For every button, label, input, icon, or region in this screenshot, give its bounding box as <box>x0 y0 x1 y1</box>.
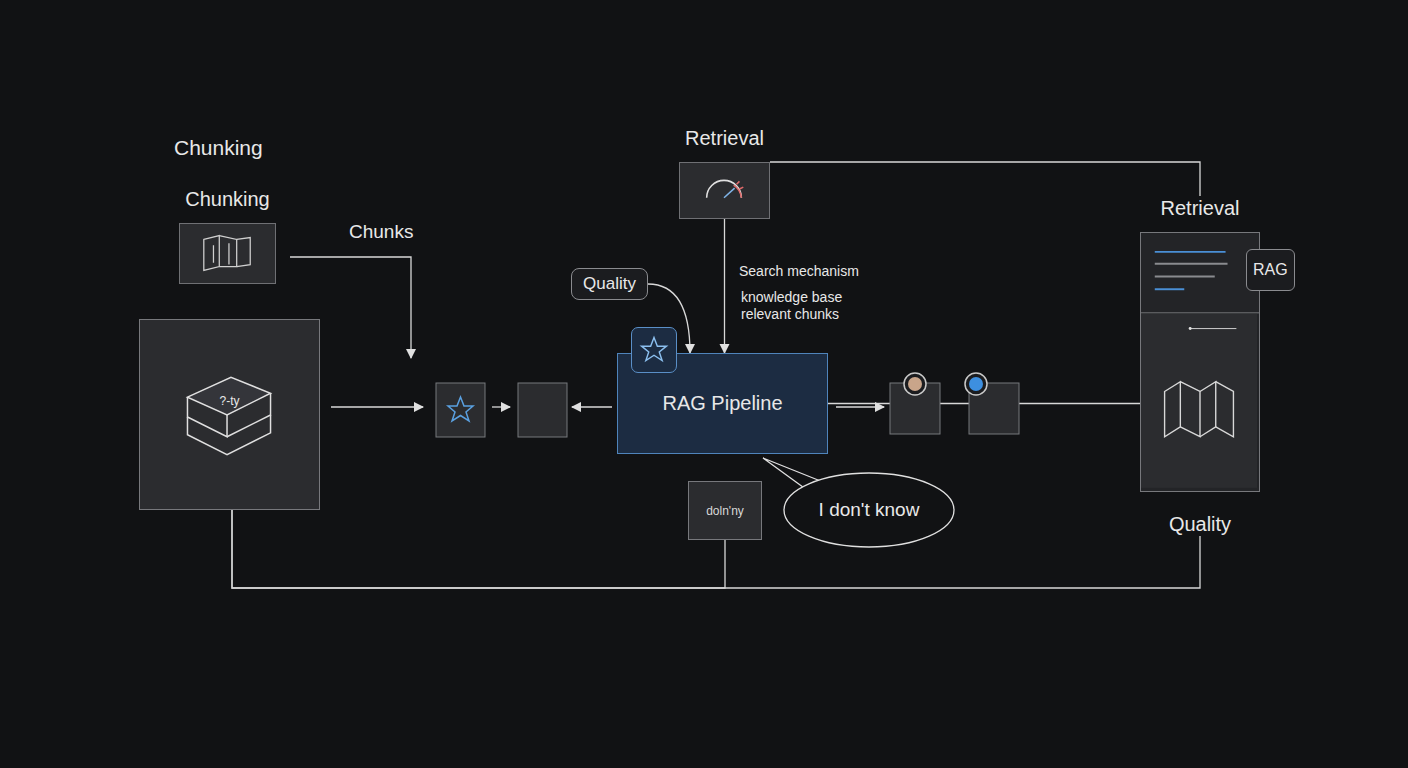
panel-box: RAG <box>1140 232 1260 492</box>
diagram-label: Search mechanism <box>739 263 859 279</box>
diagram-label: Chunking <box>174 136 263 160</box>
node-text: ?-ty <box>219 394 239 408</box>
flow-arrow <box>572 406 612 407</box>
tag-box: RAG <box>1246 249 1295 291</box>
flow-arrow <box>492 406 510 407</box>
box-heading: Retrieval <box>685 126 764 150</box>
diagram-label: relevant chunks <box>741 306 839 322</box>
node-text: RAG <box>1253 261 1288 279</box>
flow-arrow <box>836 406 884 407</box>
cube-box: ?-ty <box>139 319 320 510</box>
plain-box <box>518 383 567 437</box>
headed-icon-box: Retrieval <box>679 126 770 219</box>
star-box <box>436 383 485 437</box>
connector <box>724 219 725 353</box>
quality-pill: Quality <box>571 268 648 300</box>
connector <box>770 162 1200 196</box>
node-text: doln'ny <box>706 504 744 518</box>
panel-caption: Quality <box>1169 512 1231 536</box>
speech-bubble: I don't know <box>783 472 955 548</box>
diagram-label: Chunks <box>349 221 413 243</box>
pipeline-box: RAG Pipeline <box>617 353 828 454</box>
cube-illustration <box>140 320 319 509</box>
panel-heading: Retrieval <box>1161 196 1240 220</box>
icon <box>180 224 275 283</box>
connector <box>232 510 725 588</box>
output-box <box>965 373 1019 434</box>
star-badge <box>631 327 677 373</box>
node-text: Quality <box>583 274 636 293</box>
node-text: I don't know <box>819 499 920 521</box>
panel-illustration <box>1141 233 1259 491</box>
headed-icon-box: Chunking <box>179 187 276 284</box>
icon <box>680 163 769 218</box>
document-panel: RetrievalRAG Quality <box>1140 196 1260 536</box>
node-text: RAG Pipeline <box>662 392 782 415</box>
garbled-box: doln'ny <box>688 481 762 540</box>
star-icon <box>632 328 676 372</box>
flow-arrow <box>331 406 423 407</box>
output-box <box>890 373 940 434</box>
icon-box <box>679 162 770 219</box>
icon-box <box>179 223 276 284</box>
box-heading: Chunking <box>185 187 270 211</box>
diagram-label: knowledge base <box>741 289 842 305</box>
